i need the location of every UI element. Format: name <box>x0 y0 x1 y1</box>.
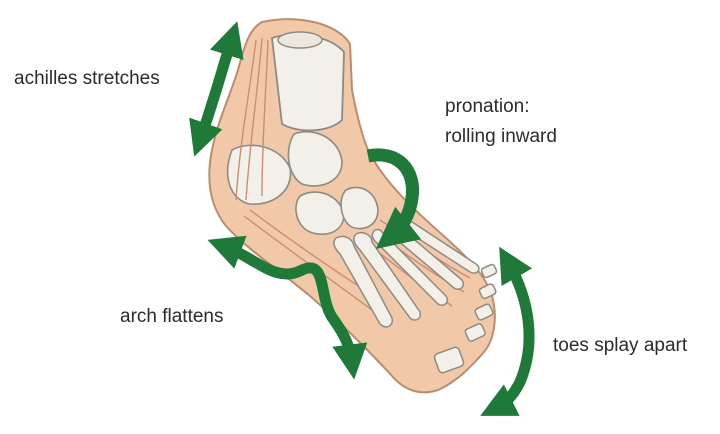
pronation-label-line1: pronation: <box>445 92 557 122</box>
toes-label: toes splay apart <box>553 331 687 361</box>
achilles-label: achilles stretches <box>14 64 160 94</box>
leg-bone <box>272 34 344 130</box>
arch-label: arch flattens <box>120 302 224 332</box>
pronation-label: pronation: rolling inward <box>445 92 557 152</box>
pronation-label-line2: rolling inward <box>445 122 557 152</box>
toes-arrow-icon <box>496 262 529 408</box>
bone-top <box>278 32 322 48</box>
